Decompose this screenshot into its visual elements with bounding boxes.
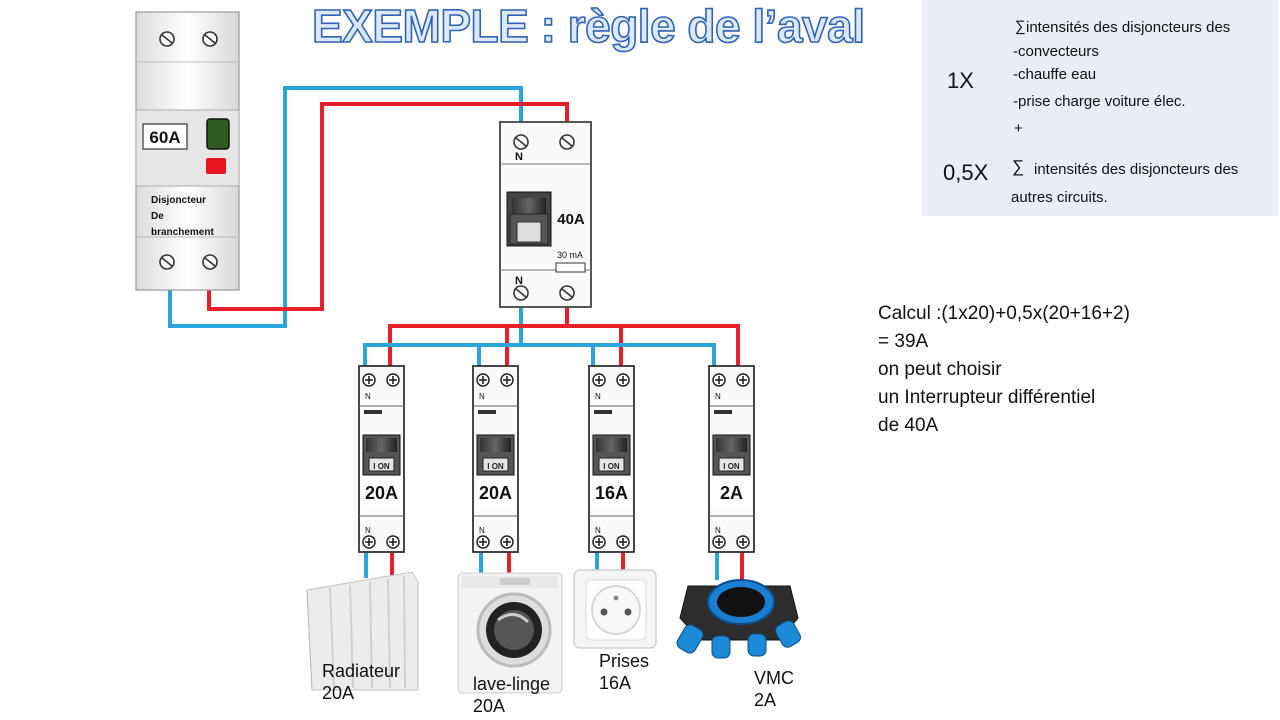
formula-item-2: -chauffe eau (1013, 66, 1097, 83)
svg-text:N: N (479, 392, 485, 401)
svg-text:N: N (515, 275, 523, 287)
svg-text:N: N (715, 392, 721, 401)
phase-wire-main (207, 102, 569, 311)
load-label-washing-machine: lave-linge 20A (473, 674, 551, 716)
differential-switch: N N 40A 30 mA (499, 121, 592, 308)
circuit-breaker-3: N N I ON 16A (588, 365, 635, 553)
switch-label: I ON (603, 462, 620, 471)
coefficient-2: 0,5X (943, 160, 989, 185)
circuit-breakers: N N I ON 20A N N I ON 20A N N I ON 16A N N I ON 2A (358, 365, 755, 553)
switch-label: I ON (373, 462, 390, 471)
sum-symbol-1: ∑ (1015, 18, 1026, 35)
load-label-vmc: VMC 2A (754, 668, 794, 710)
switch-label: I ON (487, 462, 504, 471)
neutral-wire-main (168, 86, 523, 328)
main-breaker-label: Disjoncteur De branchement (151, 195, 214, 238)
svg-text:N: N (365, 392, 371, 401)
svg-text:N: N (365, 526, 371, 535)
differential-rating: 40A (557, 211, 585, 228)
svg-text:N: N (715, 526, 721, 535)
breaker-rating: 20A (365, 483, 398, 503)
breaker-rating: 2A (720, 483, 743, 503)
main-breaker-rating-box (142, 123, 188, 150)
svg-text:N: N (595, 526, 601, 535)
formula-box: ∑ intensités des disjoncteurs des 1X -co… (922, 0, 1278, 216)
breaker-rating: 20A (479, 483, 512, 503)
svg-text:N: N (479, 526, 485, 535)
main-breaker: 60A (135, 11, 240, 291)
formula-line-1: intensités des disjoncteurs des (1026, 19, 1231, 36)
breaker-rating: 16A (595, 483, 628, 503)
formula-line-2b: autres circuits. (1011, 189, 1108, 206)
radiator-icon (306, 571, 419, 691)
formula-line-2a: intensités des disjoncteurs des (1034, 161, 1239, 178)
load-label-radiator: Radiateur 20A (322, 661, 401, 703)
sum-symbol-2: ∑ (1012, 157, 1025, 176)
ventilation-unit-icon (676, 579, 801, 659)
indicator-light (206, 158, 226, 174)
circuit-breaker-4: N N I ON 2A (708, 365, 755, 553)
circuit-breaker-2: N N I ON 20A (472, 365, 519, 553)
formula-item-3: -prise charge voiture élec. (1013, 93, 1186, 110)
svg-text:N: N (595, 392, 601, 401)
socket-icon (573, 569, 657, 649)
formula-plus: + (1014, 120, 1023, 137)
test-button (206, 118, 230, 150)
neutral-bus (363, 343, 716, 366)
svg-text:N: N (515, 151, 523, 163)
page-title: EXEMPLE : règle de l’aval (311, 0, 866, 53)
main-breaker-rating: 60A (149, 128, 180, 147)
washing-machine-icon (457, 572, 563, 694)
wires (168, 86, 744, 582)
differential-sensitivity: 30 mA (557, 250, 583, 260)
switch-label: I ON (723, 462, 740, 471)
circuit-breaker-1: N N I ON 20A (358, 365, 405, 553)
formula-item-1: -convecteurs (1013, 43, 1099, 60)
coefficient-1: 1X (947, 68, 974, 93)
load-label-sockets: Prises 16A (599, 651, 650, 693)
calculation-text: Calcul :(1x20)+0,5x(20+16+2) = 39A on pe… (878, 303, 1130, 436)
